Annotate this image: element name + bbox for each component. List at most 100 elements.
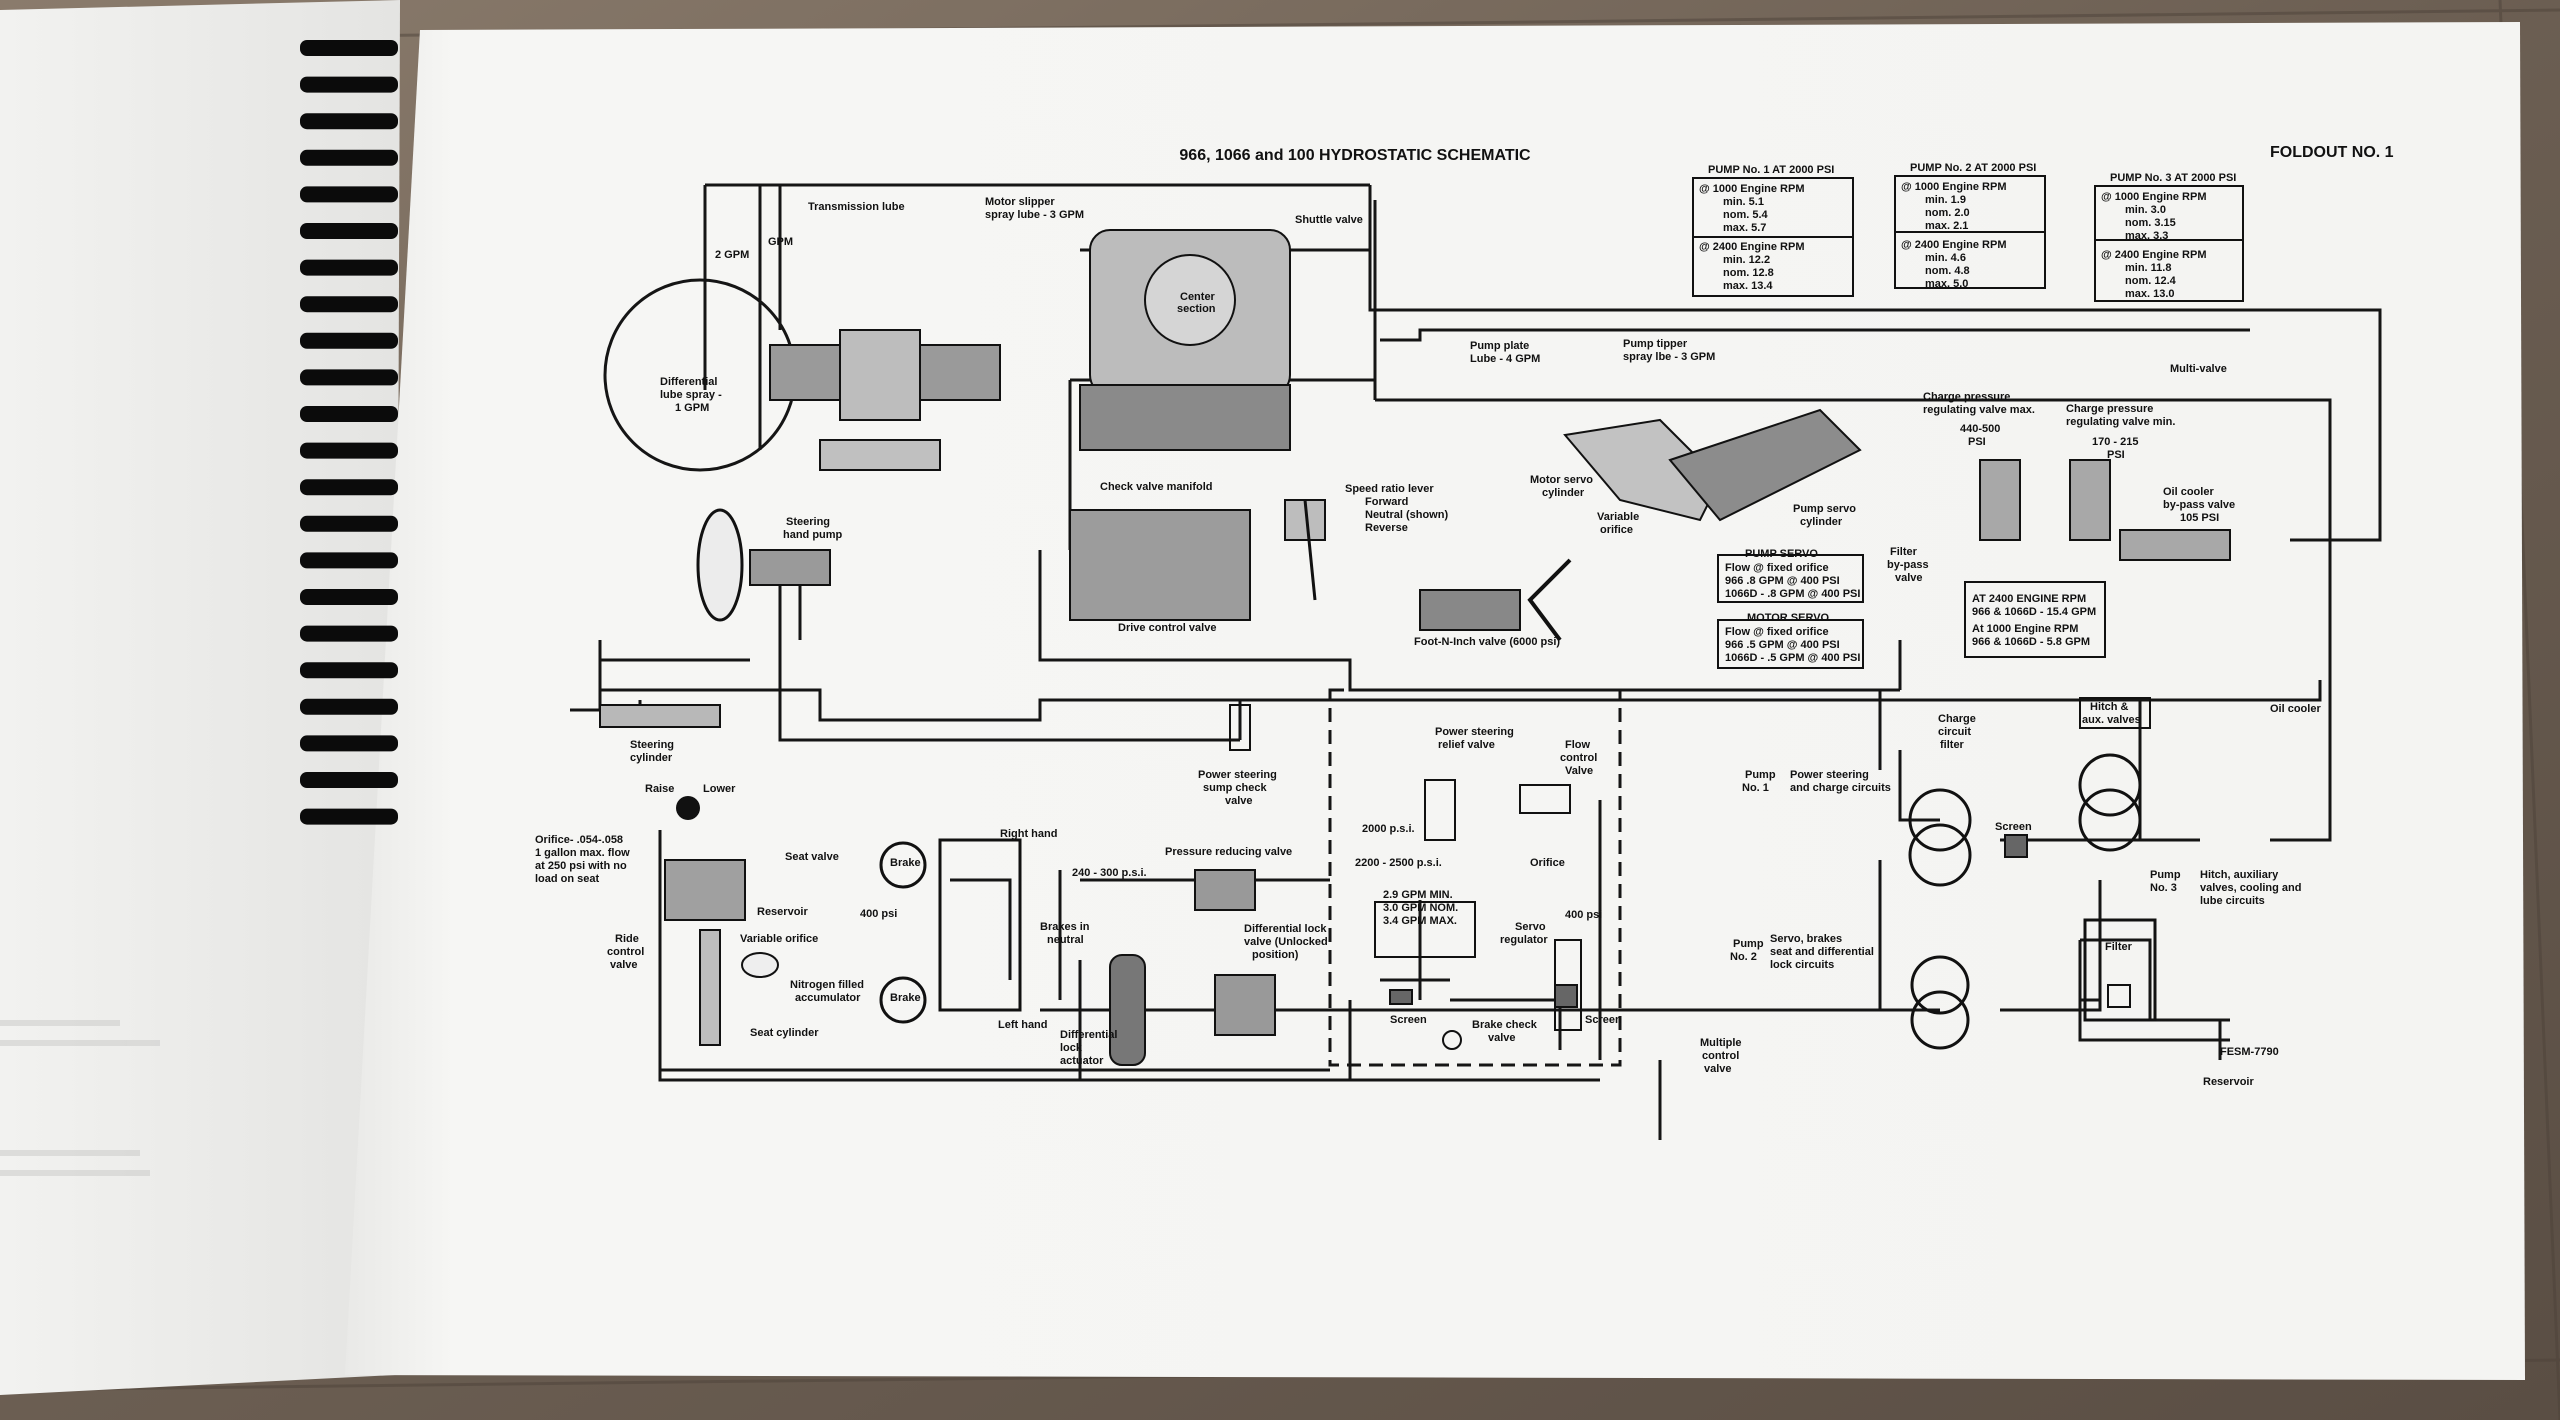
pump-2-symbol (1910, 955, 1970, 1015)
pump-table-row-b: min. 12.2 (1723, 254, 1770, 266)
label-reservoir-a: Reservoir (757, 906, 808, 918)
label-brake-b: Brake (890, 992, 921, 1004)
label-section: section (1177, 303, 1216, 315)
ps-relief-valve-symbol (1424, 779, 1456, 841)
binding-ring (300, 515, 398, 532)
diff-lock-actuator-drawing (1109, 954, 1146, 1066)
ps-sump-check-valve-symbol (1229, 704, 1251, 751)
brake-symbol-b (879, 976, 927, 1024)
label-ps-sump-2: sump check (1203, 782, 1267, 794)
figure-code: FESM-7790 (2220, 1046, 2279, 1058)
label-seat-cylinder: Seat cylinder (750, 1027, 819, 1039)
label-steering-hand-pump-1: Steering (786, 516, 830, 528)
binding-ring (300, 332, 398, 349)
label-charge-min-2: regulating valve min. (2066, 416, 2175, 428)
label-variable-orifice-2: orifice (1600, 524, 1633, 536)
label-right-hand: Right hand (1000, 828, 1057, 840)
label-raise: Raise (645, 783, 674, 795)
pump-servo-l1: Flow @ fixed orifice (1725, 562, 1829, 574)
brake-symbol-a (879, 841, 927, 889)
charge-pressure-valve-max (1979, 459, 2021, 541)
steering-wheel-drawing (696, 508, 744, 622)
label-multi-valve: Multi-valve (2170, 363, 2227, 375)
pump-table-rpm-b-3: @ 2400 Engine RPM (2101, 249, 2206, 261)
label-motor-servo-cyl-1: Motor servo (1530, 474, 1593, 486)
pump-table-heading-2: PUMP No. 2 AT 2000 PSI (1910, 162, 2036, 174)
label-diff-lube-3: 1 GPM (675, 402, 709, 414)
pump-table-row-b: nom. 12.8 (1723, 267, 1774, 279)
label-nitrogen-1: Nitrogen filled (790, 979, 864, 991)
binding-ring (300, 808, 398, 825)
label-left-hand: Left hand (998, 1019, 1048, 1031)
binding-ring (300, 625, 398, 642)
label-ps-relief-1: Power steering (1435, 726, 1514, 738)
label-pump1-2: No. 1 (1742, 782, 1769, 794)
label-pump3-desc-1: Hitch, auxiliary (2200, 869, 2279, 881)
label-reservoir-b: Reservoir (2203, 1076, 2254, 1088)
label-ps-relief-2: relief valve (1438, 739, 1495, 751)
label-screen-b: Screen (1390, 1014, 1427, 1026)
oil-cooler-bypass-valve (2119, 529, 2231, 561)
seat-cylinder-drawing (699, 929, 721, 1046)
motor-servo-l1: Flow @ fixed orifice (1725, 626, 1829, 638)
screen-symbol-b (1389, 989, 1413, 1005)
label-oil-cooler: Oil cooler (2270, 703, 2321, 715)
label-screen-a: Screen (1995, 821, 2032, 833)
pump-servo-l2: 966 .8 GPM @ 400 PSI (1725, 575, 1840, 587)
pump-table-row-b: min. 4.6 (1925, 252, 1966, 264)
label-variable-orifice-b: Variable orifice (740, 933, 818, 945)
pump-table-heading-3: PUMP No. 3 AT 2000 PSI (2110, 172, 2236, 184)
binding-ring (300, 223, 398, 239)
pump-table-row-a: min. 3.0 (2125, 204, 2166, 216)
label-brake-check-1: Brake check (1472, 1019, 1538, 1031)
label-diff-lock-act-2: lock (1060, 1042, 1083, 1054)
label-oil-cooler-bypass-2: by-pass valve (2163, 499, 2235, 511)
binding-ring (300, 735, 398, 752)
label-flow-control-3: Valve (1565, 765, 1593, 777)
seat-valve-drawing (664, 859, 746, 921)
label-brakes-neutral-1: Brakes in (1040, 921, 1090, 933)
pump-table-row-b: min. 11.8 (2125, 262, 2171, 274)
label-shuttle-valve: Shuttle valve (1295, 214, 1363, 226)
label-pump1-desc-2: and charge circuits (1790, 782, 1891, 794)
label-2gpm: 2 GPM (715, 249, 749, 261)
label-pump-servo-cyl-2: cylinder (1800, 516, 1843, 528)
label-ride-control-2: control (607, 946, 644, 958)
label-400psi-b: 400 psi (1565, 909, 1602, 921)
label-filter-bypass-2: by-pass (1887, 559, 1929, 571)
label-gpm-max: 3.4 GPM MAX. (1383, 915, 1457, 927)
pump-table-row-a: nom. 3.15 (2125, 217, 2176, 229)
flow-control-valve-symbol (1519, 784, 1571, 814)
binding-ring (300, 186, 398, 203)
motor-servo-l3: 1066D - .5 GPM @ 400 PSI (1725, 652, 1860, 664)
label-charge-filter-2: circuit (1938, 726, 1971, 738)
label-gpm: GPM (768, 236, 793, 248)
engine-rpm-l3: At 1000 Engine RPM (1972, 623, 2078, 635)
label-steering-cylinder-1: Steering (630, 739, 674, 751)
binding-ring (300, 149, 398, 166)
label-pump2-desc-3: lock circuits (1770, 959, 1834, 971)
brake-check-valve-symbol (1442, 1030, 1462, 1050)
pump-table-rpm-a-2: @ 1000 Engine RPM (1901, 181, 2006, 193)
label-pump3-desc-2: valves, cooling and (2200, 882, 2301, 894)
binding-ring (300, 479, 398, 496)
label-orifice-1: Orifice- .054-.058 (535, 834, 623, 846)
label-pump-plate-2: Lube - 4 GPM (1470, 353, 1540, 365)
pump-1-symbol (1908, 788, 1972, 852)
binding-ring (300, 552, 398, 569)
servo-regulator-symbol (1554, 939, 1582, 1031)
label-charge-min-3: 170 - 215 (2092, 436, 2138, 448)
binding-ring (300, 76, 398, 93)
label-hitch-aux-2: aux. valves (2082, 714, 2141, 726)
label-filter: Filter (2105, 941, 2133, 953)
brake-pedal-drawing (1527, 558, 1572, 642)
pump-table-row-a: nom. 5.4 (1723, 209, 1769, 221)
label-orifice-3: at 250 psi with no (535, 860, 627, 872)
label-lower: Lower (703, 783, 736, 795)
pump-table-borders (1374, 175, 2244, 958)
label-flow-control-1: Flow (1565, 739, 1590, 751)
label-ride-control-1: Ride (615, 933, 639, 945)
engine-rpm-l1: AT 2400 ENGINE RPM (1972, 593, 2086, 605)
pressure-reducing-valve-drawing (1194, 869, 1256, 911)
label-charge-max-4: PSI (1968, 436, 1986, 448)
